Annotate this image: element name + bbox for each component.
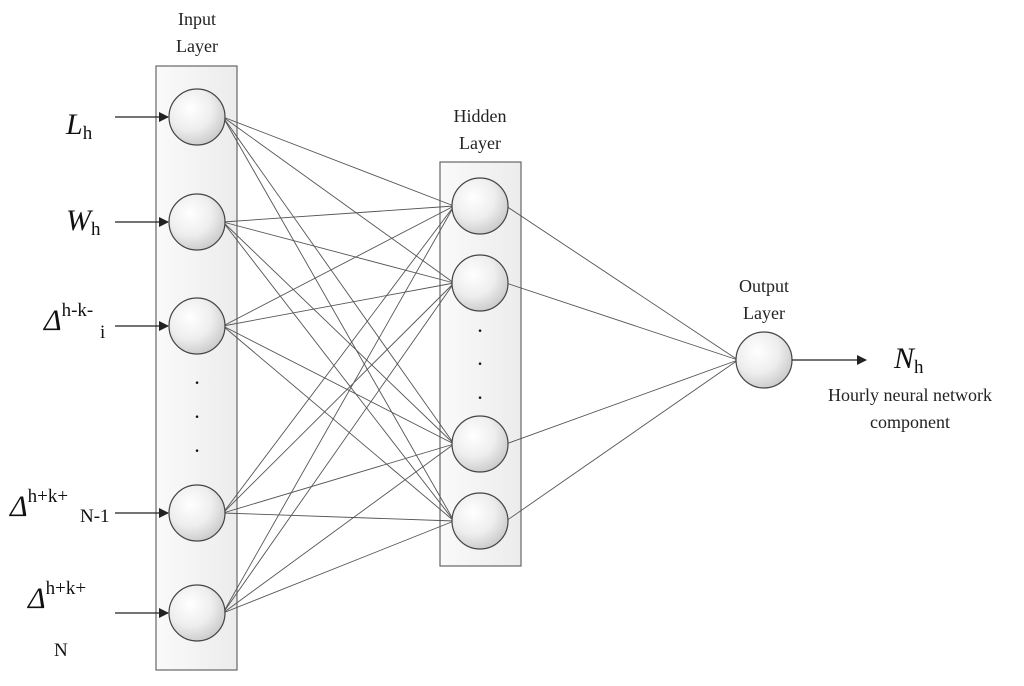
input-node-2: [168, 193, 226, 251]
output-node: [735, 331, 793, 389]
input-node-1: [168, 88, 226, 146]
edge-input2-hidden4: [222, 221, 455, 522]
edge-input3-hidden4: [222, 325, 455, 522]
input-ellipsis-dot-3: ·: [193, 438, 200, 463]
hidden-layer-title-line1: Hidden: [454, 106, 507, 126]
edge-hidden4-output: [505, 359, 739, 522]
edge-input1-hidden1: [222, 116, 455, 207]
edge-hidden1-output: [505, 205, 739, 361]
input-label-4: Δh+k+: [9, 486, 68, 523]
edge-input5-hidden2: [222, 282, 455, 614]
edge-input1-hidden2: [222, 116, 455, 284]
edge-input5-hidden3: [222, 443, 455, 614]
input-node-3: [168, 297, 226, 355]
input-arrows: [115, 112, 169, 618]
output-caption-line2: component: [870, 412, 950, 432]
hidden-ellipsis-dot-3: ·: [476, 385, 483, 410]
edge-input3-hidden1: [222, 205, 455, 327]
hidden-node-3: [451, 415, 509, 473]
edge-input4-hidden3: [222, 443, 455, 514]
input-label-1: Lh: [65, 108, 93, 144]
edge-hidden3-output: [505, 359, 739, 445]
edge-input3-hidden3: [222, 325, 455, 445]
input-layer-title-line1: Input: [178, 9, 216, 29]
edge-input3-hidden2: [222, 282, 455, 327]
output-caption-line1: Hourly neural network: [828, 385, 992, 405]
edge-input1-hidden3: [222, 116, 455, 445]
hidden-ellipsis-dot-2: ·: [476, 351, 483, 376]
edge-input4-hidden1: [222, 205, 455, 514]
input-label-3-sub: i: [100, 322, 105, 343]
edge-input4-hidden2: [222, 282, 455, 514]
hidden-ellipsis-dot-1: ·: [476, 318, 483, 343]
output-layer-title-line1: Output: [739, 276, 789, 296]
output-symbol: Nh: [893, 342, 924, 378]
input-layer-title-line2: Layer: [176, 36, 218, 56]
edge-input4-hidden4: [222, 512, 455, 522]
edge-input2-hidden1: [222, 205, 455, 223]
nodes: [168, 88, 793, 642]
hidden-layer-title-line2: Layer: [459, 133, 501, 153]
input-node-5: [168, 584, 226, 642]
edge-input1-hidden4: [222, 116, 455, 522]
hidden-node-2: [451, 254, 509, 312]
edge-input2-hidden2: [222, 221, 455, 284]
input-label-5: Δh+k+: [27, 578, 86, 615]
edge-input2-hidden3: [222, 221, 455, 445]
input-label-2: Wh: [66, 204, 101, 240]
edge-input5-hidden1: [222, 205, 455, 614]
input-ellipsis-dot-1: ·: [193, 370, 200, 395]
input-ellipsis-dot-2: ·: [193, 404, 200, 429]
input-label-5-sub: N: [54, 640, 68, 661]
hidden-node-1: [451, 177, 509, 235]
edge-hidden2-output: [505, 282, 739, 361]
hidden-node-4: [451, 492, 509, 550]
edge-input5-hidden4: [222, 520, 455, 614]
input-node-4: [168, 484, 226, 542]
output-layer-title-line2: Layer: [743, 303, 785, 323]
input-label-4-sub: N-1: [80, 506, 110, 527]
connections: [222, 116, 739, 614]
input-label-3: Δh-k-: [43, 300, 93, 337]
input-layer-box: [155, 65, 238, 671]
